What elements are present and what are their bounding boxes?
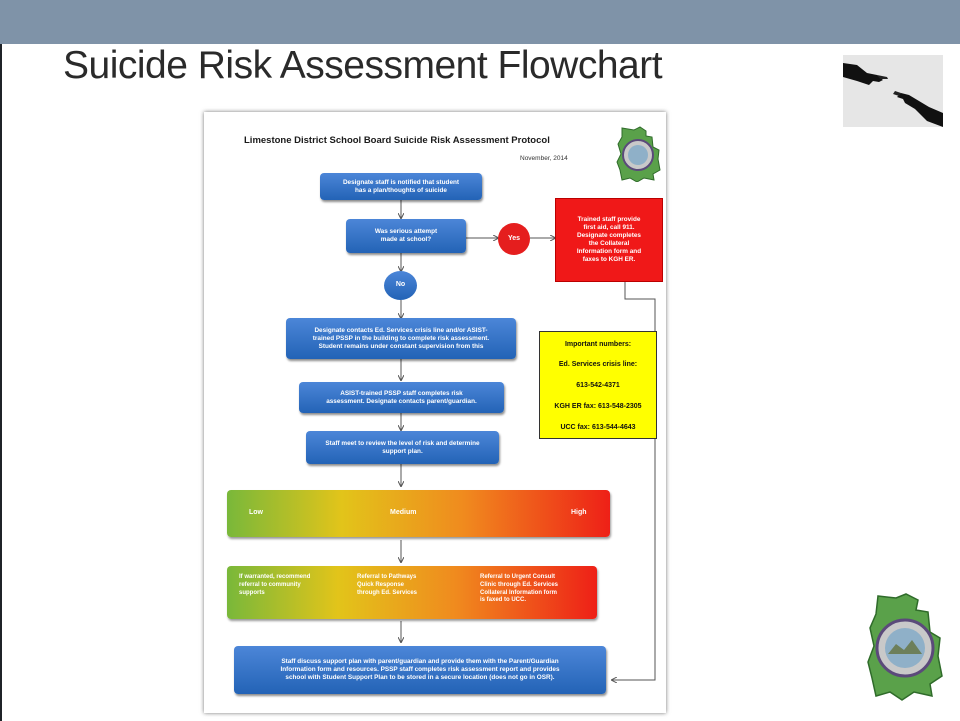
risk-low-label: Low <box>249 509 263 516</box>
yes-circle: Yes <box>498 223 530 255</box>
yes-action-box: Trained staff provide first aid, call 91… <box>555 198 663 282</box>
final-step-support-plan: Staff discuss support plan with parent/g… <box>234 646 606 694</box>
response-high: Referral to Urgent Consult Clinic throug… <box>480 574 559 604</box>
ucc-fax: UCC fax: 613-544-4643 <box>560 424 636 431</box>
step-staff-review: Staff meet to review the level of risk a… <box>306 431 499 464</box>
response-low: If warranted, recommend referral to comm… <box>239 574 311 596</box>
document-date: November, 2014 <box>520 155 568 162</box>
crisis-line-number: 613-542-4371 <box>576 382 620 389</box>
step-contact-crisis-line: Designate contacts Ed. Services crisis l… <box>286 318 516 359</box>
slide-title: Suicide Risk Assessment Flowchart <box>63 44 663 87</box>
step-serious-attempt-question: Was serious attempt made at school? <box>346 219 466 253</box>
risk-level-bar: Low Medium High <box>227 490 610 537</box>
protocol-document: Limestone District School Board Suicide … <box>204 112 666 713</box>
risk-response-bar: If warranted, recommend referral to comm… <box>227 566 597 619</box>
risk-high-label: High <box>571 509 587 516</box>
step-staff-notified: Designate staff is notified that student… <box>320 173 482 200</box>
flow-connectors <box>204 200 656 713</box>
school-board-seal-icon <box>866 592 944 702</box>
header-bar <box>0 0 960 44</box>
hands-reaching-icon <box>843 55 943 127</box>
important-numbers-heading: Important numbers: <box>564 341 632 348</box>
risk-medium-label: Medium <box>390 509 417 516</box>
important-numbers-box: Important numbers: Ed. Services crisis l… <box>539 331 657 439</box>
no-circle: No <box>384 271 417 300</box>
school-board-seal-icon <box>616 126 661 183</box>
step-risk-assessment: ASIST-trained PSSP staff completes risk … <box>299 382 504 413</box>
crisis-line-label: Ed. Services crisis line: <box>558 361 638 368</box>
response-medium: Referral to Pathways Quick Response thro… <box>357 574 418 596</box>
kgh-fax: KGH ER fax: 613-548-2305 <box>554 403 642 410</box>
left-border <box>0 44 2 721</box>
document-title: Limestone District School Board Suicide … <box>244 135 550 146</box>
